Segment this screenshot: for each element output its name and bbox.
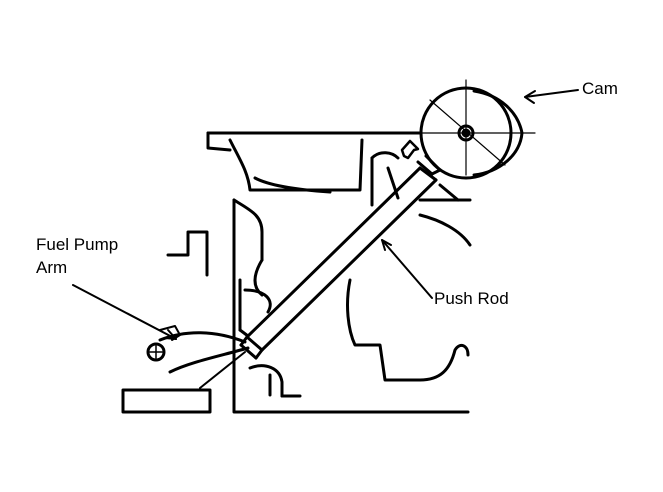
arm-label: Arm: [36, 258, 68, 277]
push-rod: [239, 154, 442, 360]
cam: [417, 79, 536, 180]
leader-lines: [72, 89, 579, 389]
cam-label: Cam: [582, 79, 618, 98]
pump-housing-step: [166, 230, 209, 277]
motion-arrow-icon: [400, 139, 420, 160]
push-rod-label: Push Rod: [434, 289, 509, 308]
fuel-pump-label: Fuel Pump: [36, 235, 119, 254]
engine-housing: [206, 131, 472, 414]
lever-pad: [121, 388, 212, 414]
